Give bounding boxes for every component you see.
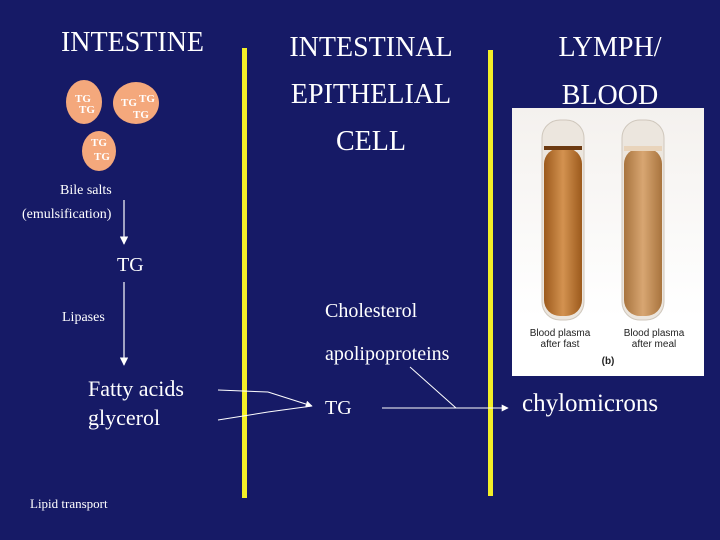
divider-right bbox=[488, 50, 493, 496]
cell-tg-label: TG bbox=[325, 397, 352, 419]
fast-plasma-fill bbox=[544, 148, 582, 316]
intestine-header: INTESTINE bbox=[60, 27, 205, 58]
lipid-transport-label: Lipid transport bbox=[30, 496, 108, 511]
droplet-1-tg-b: TG bbox=[79, 104, 95, 116]
epithelial-header-line-3: CELL bbox=[336, 126, 406, 157]
droplet-2-tg-b: TG bbox=[139, 93, 155, 105]
fatty-acids-glycerol: Fatty acids glycerol bbox=[88, 374, 184, 432]
fat-droplet-1 bbox=[66, 80, 102, 124]
cholesterol-label: Cholesterol bbox=[325, 300, 418, 322]
epithelial-header-line-2: EPITHELIAL bbox=[290, 79, 452, 110]
line-apolipoproteins bbox=[409, 366, 457, 409]
caption-after-fast: Blood plasma after fast bbox=[520, 328, 600, 350]
epithelial-header-line-1: INTESTINAL bbox=[289, 32, 453, 63]
arrow-to-cell-tg-b bbox=[267, 405, 313, 413]
droplet-2-tg-a: TG bbox=[121, 97, 137, 109]
blood-plasma-photo: Blood plasma after fast Blood plasma aft… bbox=[512, 108, 704, 376]
fat-droplet-3 bbox=[82, 131, 116, 171]
chylomicrons-label: chylomicrons bbox=[522, 390, 659, 417]
bile-salts-label: Bile salts bbox=[60, 183, 112, 198]
divider-left bbox=[242, 48, 247, 498]
droplet-2-tg-c: TG bbox=[133, 109, 149, 121]
lymph-blood-header: LYMPH/ BLOOD bbox=[520, 24, 700, 120]
caption-meal-line-2: after meal bbox=[631, 339, 677, 350]
panel-label: (b) bbox=[601, 356, 615, 367]
droplet-3-tg-a: TG bbox=[91, 137, 107, 149]
caption-fast-line-2: after fast bbox=[540, 339, 580, 350]
emulsification-label: (emulsification) bbox=[22, 207, 112, 222]
lipases-label: Lipases bbox=[62, 310, 105, 325]
meal-plasma-fill bbox=[624, 148, 662, 316]
droplet-3-tg-b: TG bbox=[94, 151, 110, 163]
droplet-1-tg-a: TG bbox=[75, 93, 91, 105]
line-fatty-acids bbox=[217, 389, 269, 393]
lymph-header-line-2: BLOOD bbox=[561, 80, 659, 111]
tg-label: TG bbox=[117, 254, 144, 276]
glycerol-label: glycerol bbox=[88, 405, 161, 430]
arrow-to-cell-tg-a bbox=[267, 391, 313, 408]
caption-meal-line-1: Blood plasma bbox=[623, 328, 685, 339]
tubes-illustration bbox=[512, 108, 704, 321]
fat-droplet-2 bbox=[113, 82, 159, 124]
caption-after-meal: Blood plasma after meal bbox=[612, 328, 696, 350]
fatty-acids-label: Fatty acids bbox=[88, 376, 184, 401]
lymph-header-line-1: LYMPH/ bbox=[558, 32, 662, 63]
caption-fast-line-1: Blood plasma bbox=[529, 328, 591, 339]
apolipoproteins-label: apolipoproteins bbox=[325, 343, 450, 365]
epithelial-cell-header: INTESTINAL EPITHELIAL CELL bbox=[266, 24, 476, 165]
line-glycerol bbox=[217, 411, 269, 421]
